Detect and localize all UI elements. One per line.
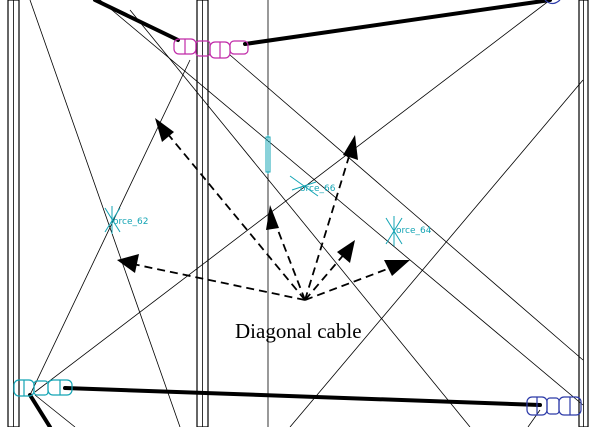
thick-chords: [28, 0, 552, 427]
diagonal-cable-caption: Diagonal cable: [235, 319, 362, 343]
cable-h: [34, 394, 76, 427]
cable-g: [289, 79, 584, 427]
bottom-chord: [63, 386, 542, 407]
arrow-icon: [155, 118, 174, 142]
right-post: [578, 0, 589, 427]
frame-posts: [7, 0, 589, 427]
cable-e: [34, 0, 551, 393]
hinge-joint-icon: [13, 379, 73, 397]
arrow-shaft: [273, 219, 306, 301]
center-post: [196, 0, 209, 427]
arrow-icon: [117, 254, 139, 273]
top-chord-left: [93, 0, 180, 42]
arrow-shaft: [304, 251, 347, 301]
hinge-joint-icon: [544, 0, 561, 5]
cable-d: [229, 54, 584, 361]
cable-force-arrows: [117, 118, 410, 301]
arrow-shaft: [166, 132, 306, 301]
cable-f: [129, 9, 471, 427]
arrow-shaft: [127, 262, 306, 301]
bottom-chord-left-stub: [28, 393, 52, 427]
force-62-label: orce_62: [113, 217, 148, 227]
arrow-shaft: [304, 264, 399, 301]
hinge-joint-icon: [173, 38, 249, 59]
arrow-shaft: [304, 149, 352, 301]
thin-cables: [29, 0, 584, 427]
cable-a: [99, 0, 584, 406]
left-post: [7, 0, 20, 427]
force-66-label: orce_66: [300, 184, 336, 194]
force-marker-icon: [385, 216, 403, 246]
force-marker-icon: [265, 135, 271, 174]
force-marker-icon: [104, 206, 121, 234]
arrow-icon: [266, 205, 279, 230]
arrow-icon: [384, 260, 410, 276]
top-chord-right: [243, 0, 552, 46]
force-marker-icon: [289, 175, 319, 197]
force-64-label: orce_64: [396, 226, 432, 236]
arrow-icon: [343, 135, 358, 160]
cable-c: [29, 59, 191, 396]
cable-i: [527, 409, 541, 427]
cable-b: [29, 0, 181, 427]
hinge-joint-icon: [526, 396, 582, 416]
arrow-icon: [337, 240, 355, 263]
